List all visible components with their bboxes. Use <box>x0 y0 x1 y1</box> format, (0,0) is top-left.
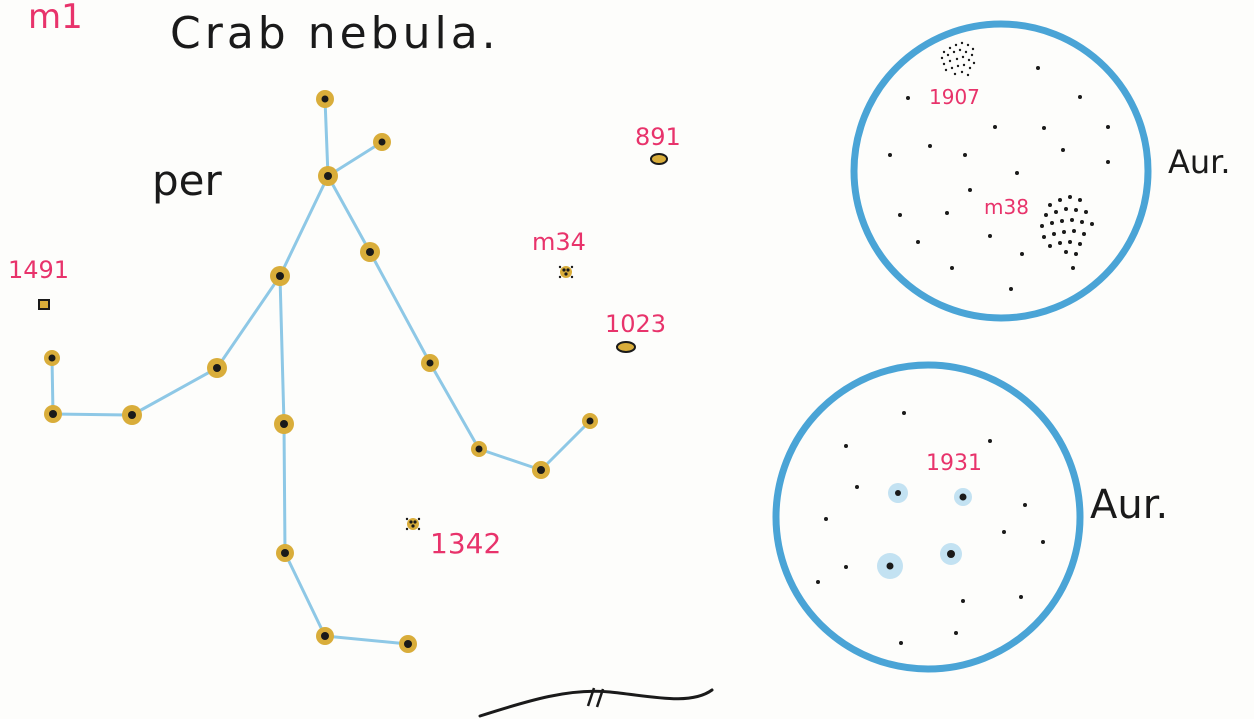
star <box>399 635 417 653</box>
star <box>316 90 334 108</box>
star <box>360 242 380 262</box>
nebula-marker <box>38 299 50 310</box>
constellation-line <box>278 274 286 426</box>
constellation-line <box>130 366 219 417</box>
ink-tick <box>586 687 596 707</box>
cluster-1931-label: 1931 <box>926 451 982 476</box>
ink-squiggle <box>478 688 714 718</box>
object-891: 891 <box>635 123 681 165</box>
cluster-m38-dots <box>1040 195 1094 256</box>
galaxy-marker <box>650 153 668 165</box>
object-1491-label: 1491 <box>8 256 69 284</box>
constellation-line <box>283 551 327 638</box>
eyepiece-circle <box>772 361 1084 673</box>
star <box>532 461 550 479</box>
constellation-name: per <box>152 156 223 205</box>
star <box>122 405 142 425</box>
constellation-line <box>323 634 410 646</box>
star <box>274 414 294 434</box>
constellation-stars <box>44 90 598 653</box>
constellation-line <box>326 140 384 178</box>
star <box>582 413 598 429</box>
star <box>421 354 439 372</box>
eyepiece-view-2: 1931 Aur. <box>772 361 1168 673</box>
constellation-line <box>323 97 330 178</box>
object-1023-label: 1023 <box>605 310 666 338</box>
star <box>316 627 334 645</box>
field-stars <box>888 66 1110 291</box>
ink-tick <box>595 688 605 708</box>
constellation-line <box>477 447 543 472</box>
star <box>44 405 62 423</box>
constellation-lines <box>50 97 592 646</box>
star <box>207 358 227 378</box>
cluster-dots <box>405 517 421 531</box>
nebula-stars <box>877 483 972 579</box>
object-1342: 1342 <box>405 517 501 560</box>
eyepiece-view-2-label: Aur. <box>1090 482 1168 528</box>
page-title: Crab nebula. <box>170 8 500 59</box>
star <box>276 544 294 562</box>
object-891-label: 891 <box>635 123 681 151</box>
constellation-line <box>368 250 432 365</box>
object-m34: m34 <box>532 228 586 279</box>
cluster-1907-label: 1907 <box>929 85 980 109</box>
constellation-line <box>50 356 55 416</box>
cluster-marker <box>560 266 572 278</box>
constellation-line <box>326 174 372 254</box>
catalog-label: m1 <box>28 0 83 37</box>
eyepiece-view-1: 1907 m38 Aur. <box>850 20 1231 322</box>
cluster-1907-dots <box>940 41 976 77</box>
object-1491: 1491 <box>8 256 69 310</box>
eyepiece-view-1-label: Aur. <box>1168 143 1231 181</box>
object-1342-label: 1342 <box>430 527 501 560</box>
cluster-dots <box>558 265 574 279</box>
constellation-line <box>278 174 330 278</box>
cluster-m38-label: m38 <box>984 195 1029 219</box>
star <box>44 350 60 366</box>
star <box>373 133 391 151</box>
star <box>318 166 338 186</box>
constellation-line <box>51 412 134 417</box>
eyepiece-circle <box>850 20 1152 322</box>
constellation-line <box>215 274 282 370</box>
constellation-line <box>539 419 592 472</box>
galaxy-marker <box>616 341 636 353</box>
field-stars <box>816 411 1045 645</box>
cluster-marker <box>407 518 419 530</box>
star <box>471 441 487 457</box>
star <box>270 266 290 286</box>
constellation-line <box>282 422 287 555</box>
object-1023: 1023 <box>605 310 666 353</box>
object-m34-label: m34 <box>532 228 586 256</box>
constellation-line <box>428 361 481 451</box>
